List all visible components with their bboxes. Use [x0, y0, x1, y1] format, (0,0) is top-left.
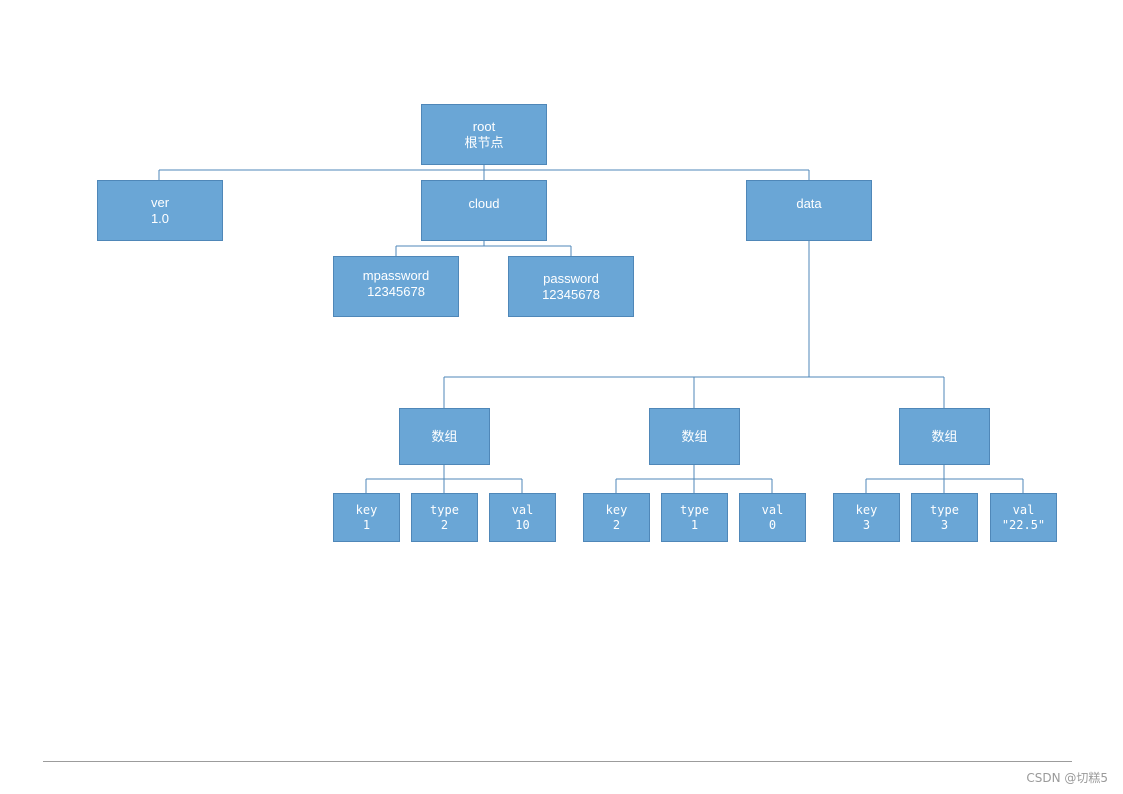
node-cloud-name: cloud [468, 196, 500, 211]
leaf-value: "22.5" [1001, 517, 1046, 532]
leaf-value: 2 [440, 517, 449, 532]
node-array-3-key: key 3 [833, 493, 900, 542]
node-array-1-label: 数组 [431, 428, 458, 444]
node-ver: ver 1.0 [97, 180, 223, 241]
leaf-name: type [430, 502, 459, 517]
node-array-2-key: key 2 [583, 493, 650, 542]
node-array-1-val: val 10 [489, 493, 556, 542]
node-array-1-key: key 1 [333, 493, 400, 542]
leaf-value: 3 [940, 517, 949, 532]
leaf-value: 1 [362, 517, 371, 532]
leaf-name: val [761, 502, 784, 517]
footer-divider [43, 761, 1072, 762]
node-array-2-label: 数组 [681, 428, 708, 444]
node-mpassword-name: mpassword [362, 267, 430, 283]
node-root: root 根节点 [421, 104, 547, 165]
watermark-text: CSDN @切糕5 [1026, 771, 1108, 785]
node-array-3: 数组 [899, 408, 990, 465]
leaf-name: key [855, 502, 878, 517]
node-array-3-label: 数组 [931, 428, 958, 444]
node-array-2-type: type 1 [661, 493, 728, 542]
node-root-desc: 根节点 [464, 134, 504, 150]
leaf-value: 0 [768, 517, 777, 532]
leaf-value: 1 [690, 517, 699, 532]
node-mpassword: mpassword 12345678 [333, 256, 459, 317]
node-data: data [746, 180, 872, 241]
node-array-1: 数组 [399, 408, 490, 465]
node-array-2: 数组 [649, 408, 740, 465]
node-array-2-val: val 0 [739, 493, 806, 542]
node-array-3-type: type 3 [911, 493, 978, 542]
node-root-name: root [472, 118, 496, 134]
leaf-name: type [930, 502, 959, 517]
leaf-name: key [605, 502, 628, 517]
node-password: password 12345678 [508, 256, 634, 317]
leaf-name: key [355, 502, 378, 517]
node-array-3-val: val "22.5" [990, 493, 1057, 542]
node-password-value: 12345678 [542, 286, 600, 302]
node-array-1-type: type 2 [411, 493, 478, 542]
node-ver-value: 1.0 [150, 210, 170, 226]
leaf-name: type [680, 502, 709, 517]
leaf-name: val [511, 502, 534, 517]
leaf-value: 2 [612, 517, 621, 532]
leaf-value: 10 [515, 517, 530, 532]
leaf-value: 3 [862, 517, 871, 532]
leaf-name: val [1012, 502, 1035, 517]
node-password-name: password [543, 270, 599, 286]
node-mpassword-value: 12345678 [367, 283, 425, 299]
node-ver-name: ver [150, 194, 170, 210]
node-cloud: cloud [421, 180, 547, 241]
node-data-name: data [796, 196, 822, 211]
